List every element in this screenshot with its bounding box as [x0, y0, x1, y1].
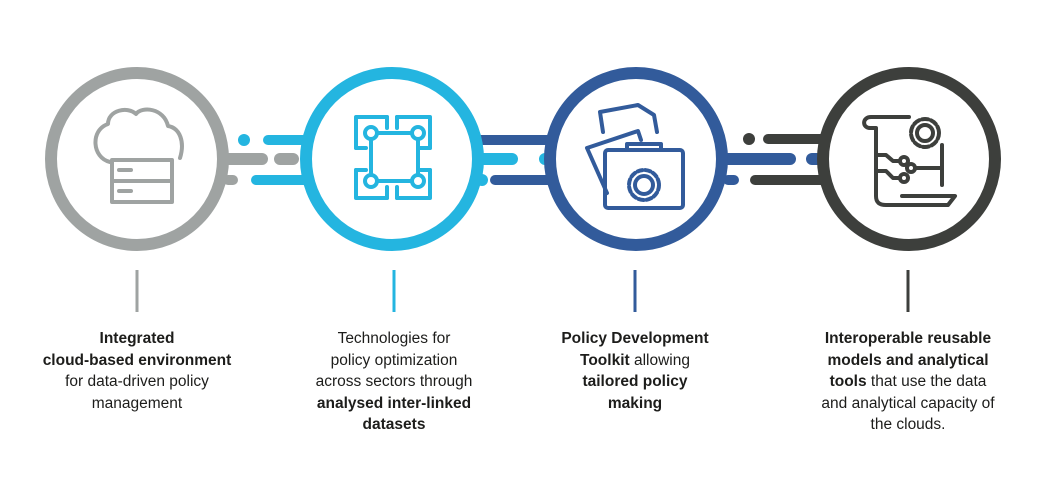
- caption-line: for data-driven policy: [17, 371, 257, 393]
- caption-text: Technologies for: [337, 330, 451, 347]
- step-4-caption: Interoperable reusable models and analyti…: [788, 328, 1028, 436]
- step-3-circle: [544, 67, 728, 251]
- caption-line: the clouds.: [788, 414, 1028, 436]
- caption-bold-text: Policy Development: [561, 330, 709, 347]
- circuit-network-icon: [354, 115, 432, 200]
- caption-text: policy optimization: [330, 351, 458, 369]
- caption-line: Toolkit allowing: [515, 350, 755, 372]
- caption-text: for data-driven policy: [65, 373, 209, 390]
- caption-bold-text: tailored policy: [582, 373, 688, 390]
- caption-bold-text: models and analytical: [827, 351, 989, 369]
- caption-line: tools that use the data: [788, 371, 1028, 393]
- caption-line: tailored policy: [515, 371, 755, 393]
- cloud-server-icon: [93, 107, 184, 204]
- caption-line: Policy Development: [515, 328, 755, 350]
- caption-text: that use the data: [866, 373, 987, 390]
- caption-line: management: [17, 393, 257, 415]
- caption-line: datasets: [274, 414, 514, 436]
- caption-line: analysed inter-linked: [274, 393, 514, 415]
- caption-bold-text: Integrated: [99, 330, 175, 347]
- caption-line: across sectors through: [274, 371, 514, 393]
- caption-line: models and analytical: [788, 350, 1028, 372]
- caption-bold-text: making: [607, 394, 663, 412]
- caption-bold-text: datasets: [362, 416, 426, 433]
- caption-text: across sectors through: [315, 373, 473, 390]
- caption-line: Technologies for: [274, 328, 514, 350]
- caption-line: policy optimization: [274, 350, 514, 372]
- step-1-caption: Integrated cloud-based environment for dat…: [17, 328, 257, 414]
- caption-text: allowing: [629, 351, 690, 369]
- caption-line: Integrated: [17, 328, 257, 350]
- caption-bold-text: cloud-based environment: [42, 351, 232, 369]
- caption-bold-text: tools: [829, 373, 867, 390]
- caption-line: cloud-based environment: [17, 350, 257, 372]
- scroll-certificate-icon: [862, 115, 957, 207]
- caption-text: management: [91, 394, 183, 412]
- briefcase-gear-icon: [585, 103, 685, 210]
- connector-3-4: [714, 133, 833, 185]
- caption-line: Interoperable reusable: [788, 328, 1028, 350]
- caption-line: making: [515, 393, 755, 415]
- caption-bold-text: analysed inter-linked: [316, 394, 472, 412]
- caption-line: and analytical capacity of: [788, 393, 1028, 415]
- caption-text: and analytical capacity of: [821, 394, 995, 412]
- caption-text: the clouds.: [870, 416, 946, 433]
- step-2-caption: Technologies for policy optimization acros…: [274, 328, 514, 436]
- caption-bold-text: Interoperable reusable: [824, 330, 992, 347]
- step-2-circle: [300, 67, 484, 251]
- caption-bold-text: Toolkit: [580, 351, 630, 369]
